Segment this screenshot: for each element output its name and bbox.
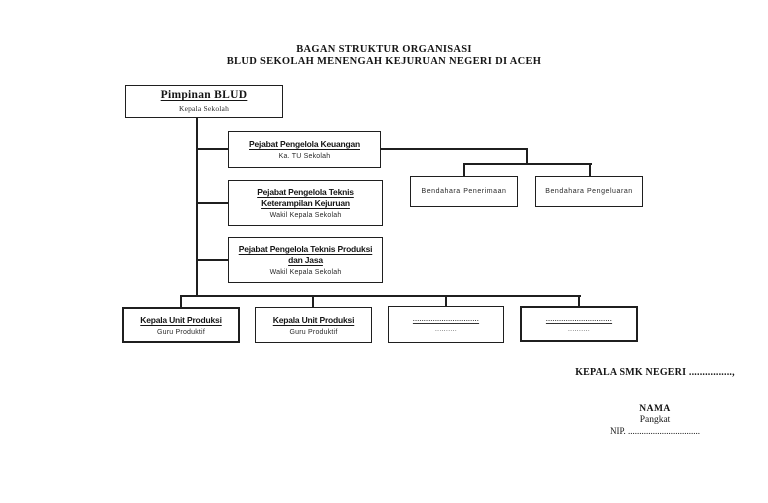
connector-drop-unit-2 (312, 295, 314, 308)
connector-bendahara-crossbar (463, 163, 592, 165)
connector-keuangan-right-horizontal (381, 148, 528, 150)
org-box-title: Pejabat Pengelola Teknis Produksi dan Ja… (238, 244, 373, 265)
connector-branch-keterampilan (196, 202, 228, 204)
org-box-pimpinan-blud: Pimpinan BLUD Kepala Sekolah (125, 85, 283, 118)
org-box-bendahara-pengeluaran: Bendahara Pengeluaran (535, 176, 643, 207)
org-box-pejabat-teknis-keterampilan: Pejabat Pengelola Teknis Keterampilan Ke… (228, 180, 383, 226)
org-box-title: Pejabat Pengelola Keuangan (249, 139, 360, 149)
org-box-title: Bendahara Penerimaan (421, 188, 507, 195)
document-title-line1: BAGAN STRUKTUR ORGANISASI (296, 44, 472, 55)
org-box-title: Bendahara Pengeluaran (545, 188, 633, 195)
connector-bottom-crossbar (180, 295, 581, 297)
connector-drop-pengeluaran (589, 163, 591, 177)
org-box-title: Kepala Unit Produksi (140, 314, 222, 325)
signature-block: KEPALA SMK NEGERI ................, NAMA… (540, 367, 768, 436)
org-box-pejabat-pengelola-keuangan: Pejabat Pengelola Keuangan Ka. TU Sekola… (228, 131, 381, 168)
org-box-subtitle: Ka. TU Sekolah (278, 153, 331, 160)
org-box-bendahara-penerimaan: Bendahara Penerimaan (410, 176, 518, 207)
org-box-subtitle: Guru Produktif (157, 328, 205, 336)
signature-rank: Pangkat (639, 415, 671, 425)
signature-heading: KEPALA SMK NEGERI ................, (575, 367, 735, 378)
org-box-kepala-unit-produksi-1: Kepala Unit Produksi Guru Produktif (122, 307, 240, 343)
org-box-subtitle: Guru Produktif (289, 328, 338, 336)
org-box-title: Kepala Unit Produksi (272, 314, 355, 325)
connector-drop-placeholder-1 (445, 295, 447, 307)
org-box-subtitle: .......... (567, 325, 591, 333)
org-box-placeholder-1: .............................. .........… (388, 306, 504, 343)
org-box-placeholder-2: .............................. .........… (520, 306, 638, 342)
org-box-subtitle: Kepala Sekolah (178, 104, 230, 113)
org-box-title: Pimpinan BLUD (160, 89, 248, 101)
signature-name: NAMA (639, 404, 671, 414)
connector-trunk-vertical (196, 118, 198, 297)
document-title: BAGAN STRUKTUR ORGANISASI BLUD SEKOLAH M… (0, 44, 768, 68)
connector-branch-produksi-jasa (196, 259, 228, 261)
org-box-title: .............................. (412, 316, 480, 323)
org-box-subtitle: Wakil Kepala Sekolah (269, 269, 342, 276)
document-title-line2: BLUD SEKOLAH MENENGAH KEJURUAN NEGERI DI… (226, 56, 542, 67)
connector-branch-keuangan (196, 148, 228, 150)
connector-drop-placeholder-2 (578, 295, 580, 307)
signature-nip: NIP. ................................ (609, 426, 700, 436)
org-box-title: Pejabat Pengelola Teknis Keterampilan Ke… (257, 187, 354, 208)
org-box-subtitle: .......... (434, 326, 458, 333)
org-box-subtitle: Wakil Kepala Sekolah (269, 212, 342, 219)
org-box-kepala-unit-produksi-2: Kepala Unit Produksi Guru Produktif (255, 307, 372, 343)
org-box-pejabat-teknis-produksi-jasa: Pejabat Pengelola Teknis Produksi dan Ja… (228, 237, 383, 283)
connector-drop-penerimaan (463, 163, 465, 177)
org-box-title: .............................. (545, 315, 613, 323)
connector-drop-unit-1 (180, 295, 182, 308)
connector-keuangan-right-elbow (526, 148, 528, 165)
